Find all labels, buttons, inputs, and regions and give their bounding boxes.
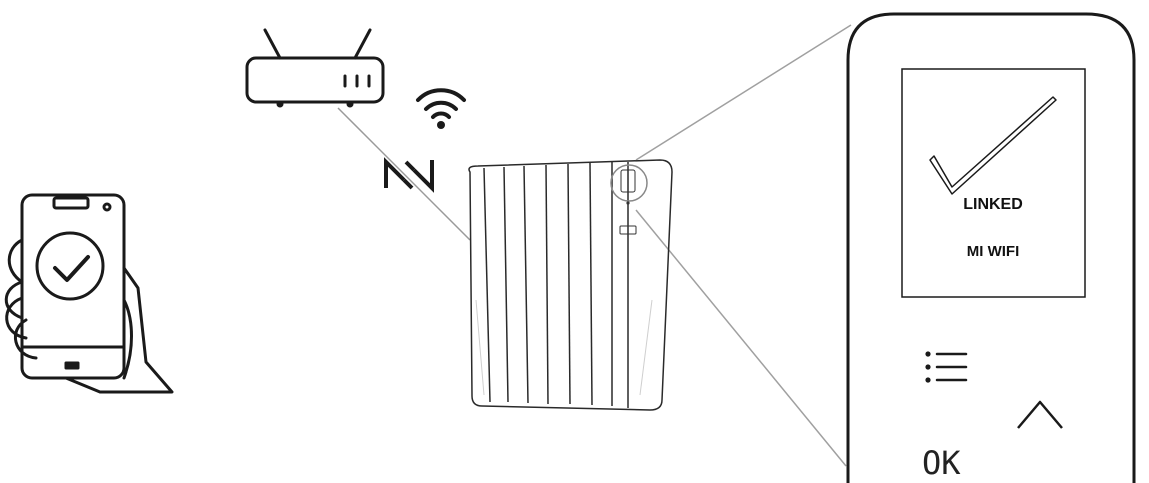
chevron-up-icon[interactable] (1017, 400, 1063, 429)
status-text: LINKED (963, 196, 1023, 213)
network-name: MI WIFI (967, 243, 1020, 260)
wifi-icon (416, 88, 466, 129)
phone-in-hand-check-icon (4, 193, 174, 394)
router-radiator-connector (337, 107, 471, 241)
zoom-line-top (635, 24, 852, 161)
zoom-line-bottom (635, 209, 847, 467)
display-screen (901, 68, 1086, 298)
control-panel-zoom: LINKED MI WIFI OK (846, 12, 1136, 483)
ok-button[interactable]: OK (922, 444, 961, 482)
radiator-control-highlight (610, 164, 648, 202)
link-arrow-icon (384, 157, 434, 193)
router-icon (245, 28, 385, 108)
radiator-icon (468, 159, 673, 411)
checkmark-icon (929, 96, 1057, 195)
menu-icon[interactable] (925, 351, 968, 383)
